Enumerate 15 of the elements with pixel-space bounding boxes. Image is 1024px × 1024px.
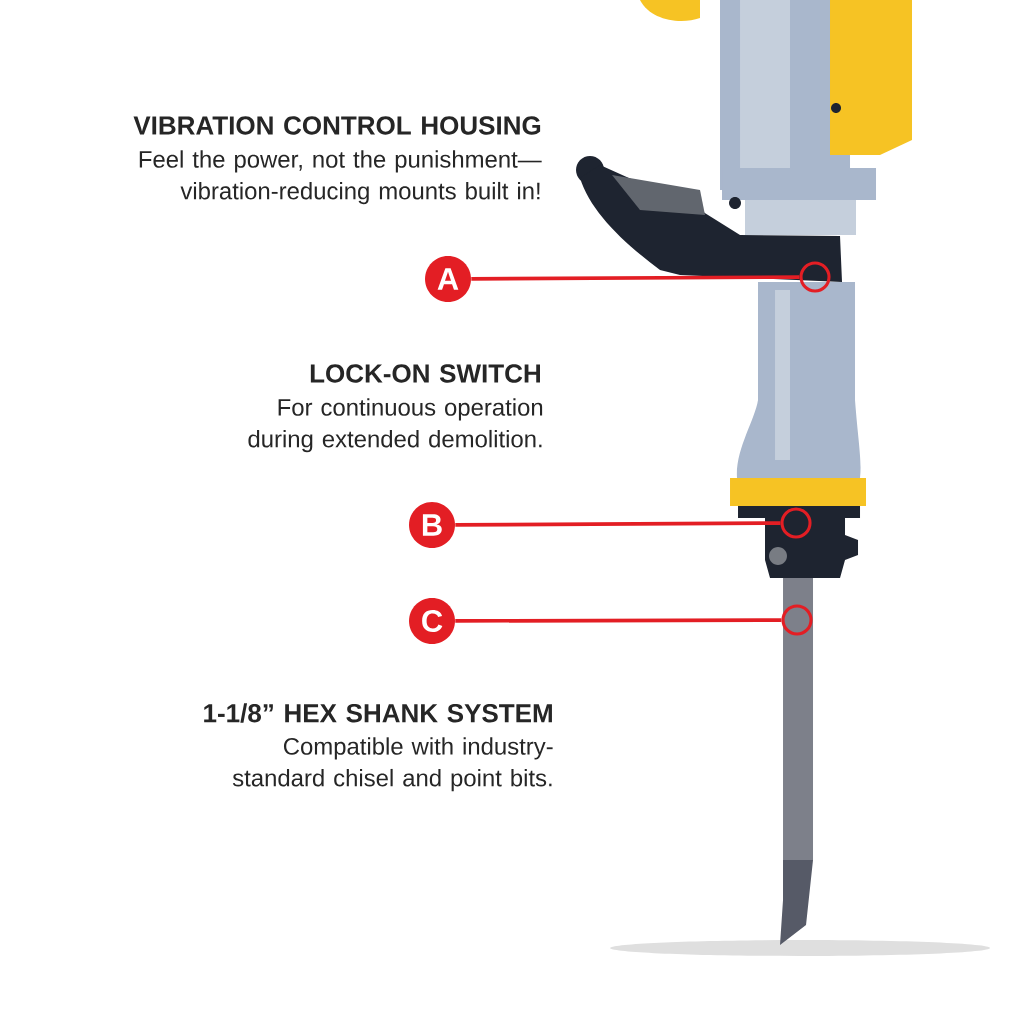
leader-line bbox=[471, 275, 800, 281]
heading: VIBRATION CONTROL HOUSING bbox=[133, 116, 541, 135]
description-text: Compatible with industry-standard chisel and point bits. bbox=[232, 737, 553, 792]
target-ring bbox=[781, 604, 813, 636]
leader-line bbox=[455, 521, 781, 527]
description-text: For continuous operation during extended demolition. bbox=[248, 398, 543, 453]
target-ring bbox=[780, 507, 812, 539]
callout-badge: B bbox=[409, 502, 455, 548]
target-ring bbox=[799, 261, 831, 293]
heading: LOCK-ON SWITCH bbox=[310, 364, 540, 383]
callout-badge: C bbox=[409, 598, 455, 644]
heading: 1-1/8” HEX SHANK SYSTEM bbox=[204, 703, 552, 723]
leader-line bbox=[455, 618, 782, 623]
description-text: Feel the power, not the punishment—vibration-reducing mounts built in! bbox=[139, 150, 542, 205]
callout-badge: A bbox=[425, 256, 471, 302]
